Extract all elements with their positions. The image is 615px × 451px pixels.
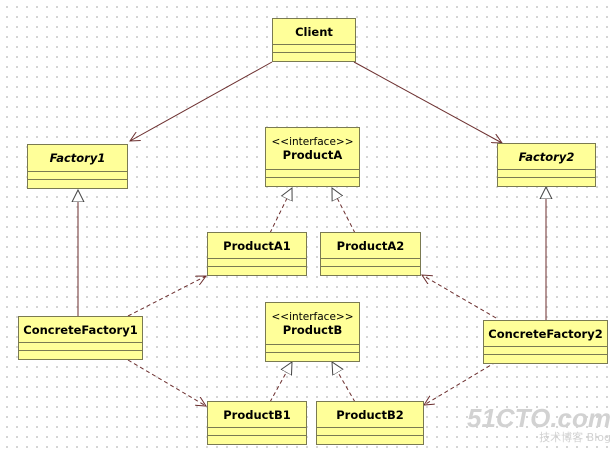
interface-producta-attributes <box>266 170 359 178</box>
class-concretefactory2[interactable]: ConcreteFactory2 <box>483 320 608 364</box>
interface-producta-stereotype: <<interface>> <box>271 135 354 148</box>
class-concretefactory2-operations <box>484 355 607 363</box>
interface-productb-name: ProductB <box>282 322 343 337</box>
class-factory2-attributes <box>498 170 595 178</box>
class-client-operations <box>273 53 355 61</box>
class-factory1-operations <box>28 180 127 188</box>
interface-productb[interactable]: <<interface>> ProductB <box>265 302 360 362</box>
class-client-attributes <box>273 45 355 53</box>
class-productb2-name: ProductB2 <box>336 407 404 422</box>
class-producta1-name: ProductA1 <box>223 238 291 253</box>
interface-productb-attributes <box>266 345 359 353</box>
realization-producta2-producta <box>332 188 356 234</box>
class-productb1-attributes <box>208 428 306 436</box>
watermark-subtitle-cn: 技术博客 <box>539 431 584 444</box>
class-producta1-attributes <box>208 259 306 267</box>
class-productb1[interactable]: ProductB1 <box>207 401 307 445</box>
class-factory1-attributes <box>28 172 127 180</box>
class-productb1-operations <box>208 436 306 444</box>
class-producta2-operations <box>321 267 420 275</box>
watermark: 51CTO.com 技术博客 Blog <box>467 405 611 445</box>
dependency-concretefactory2-producta2 <box>422 275 497 319</box>
realization-producta1-producta <box>269 188 292 234</box>
class-factory1-name: Factory1 <box>49 151 106 165</box>
class-factory1[interactable]: Factory1 <box>27 144 128 189</box>
interface-producta-operations <box>266 178 359 186</box>
dependency-concretefactory1-producta1 <box>127 276 206 317</box>
interface-productb-stereotype: <<interface>> <box>271 310 354 323</box>
association-client-factory1 <box>130 61 273 141</box>
class-producta2[interactable]: ProductA2 <box>320 232 421 276</box>
class-productb2-operations <box>317 436 423 444</box>
class-concretefactory1-attributes <box>19 343 142 351</box>
interface-productb-operations <box>266 353 359 361</box>
class-concretefactory1-operations <box>19 351 142 359</box>
class-producta2-name: ProductA2 <box>336 238 405 253</box>
watermark-logo-text: 51CTO.com <box>466 403 611 433</box>
class-concretefactory2-name: ConcreteFactory2 <box>488 326 603 341</box>
class-factory2-operations <box>498 178 595 186</box>
realization-productb2-productb <box>332 362 356 403</box>
class-client[interactable]: Client <box>272 18 356 62</box>
class-factory2-name: Factory2 <box>518 149 575 164</box>
realization-productb1-productb <box>269 362 292 403</box>
class-producta2-attributes <box>321 259 420 267</box>
class-concretefactory1[interactable]: ConcreteFactory1 <box>18 316 143 360</box>
class-concretefactory1-name: ConcreteFactory1 <box>23 322 138 337</box>
class-productb2[interactable]: ProductB2 <box>316 401 424 445</box>
association-client-factory2 <box>353 61 502 143</box>
watermark-subtitle-blog: Blog <box>586 431 611 444</box>
class-concretefactory2-attributes <box>484 347 607 355</box>
class-productb2-attributes <box>317 428 423 436</box>
class-client-name: Client <box>295 24 333 39</box>
class-producta1[interactable]: ProductA1 <box>207 232 307 276</box>
dependency-concretefactory2-productb2 <box>424 361 497 405</box>
class-producta1-operations <box>208 267 306 275</box>
watermark-subtitle: 技术博客 Blog <box>467 431 611 445</box>
interface-producta-name: ProductA <box>282 147 343 162</box>
dependency-concretefactory1-productb1 <box>127 359 206 406</box>
class-factory2[interactable]: Factory2 <box>497 143 596 187</box>
interface-producta[interactable]: <<interface>> ProductA <box>265 127 360 187</box>
class-productb1-name: ProductB1 <box>223 407 291 422</box>
